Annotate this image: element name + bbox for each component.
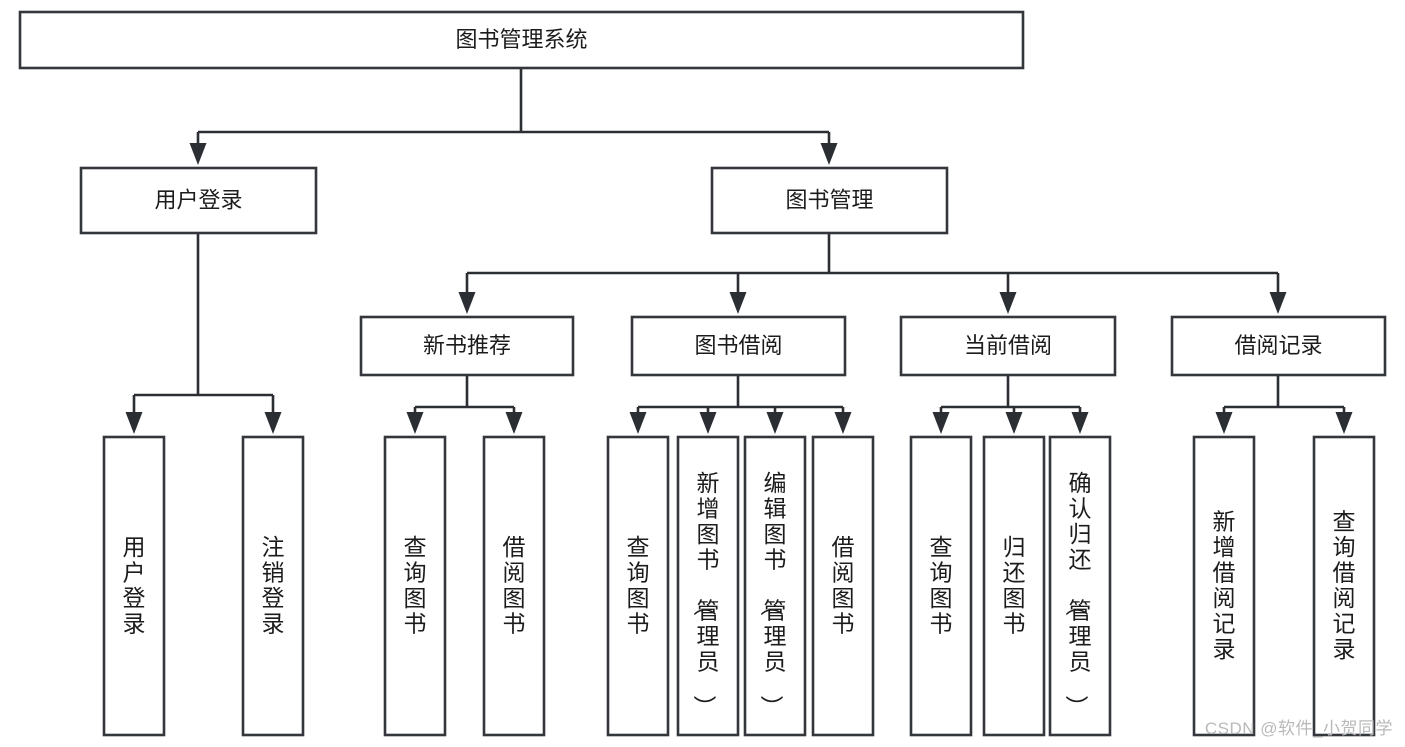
node-leaf-edit-book[interactable]: 编辑图书（管理员） xyxy=(743,435,807,737)
node-label: 确认归还（管理员） xyxy=(1064,470,1092,718)
node-current-borrow[interactable]: 当前借阅 xyxy=(899,315,1117,377)
node-label: 图书管理系统 xyxy=(455,27,587,52)
connector-root-to-level1 xyxy=(189,68,838,165)
node-label: 借阅图书 xyxy=(832,534,855,637)
node-label: 借阅记录 xyxy=(1234,333,1322,358)
connector-borrow-record-to-leaves xyxy=(1215,375,1353,434)
node-leaf-return-book[interactable]: 归还图书 xyxy=(982,435,1046,737)
node-book-manage[interactable]: 图书管理 xyxy=(710,166,949,235)
node-leaf-query-book-c[interactable]: 查询图书 xyxy=(909,435,973,737)
node-book-borrow[interactable]: 图书借阅 xyxy=(630,315,847,377)
node-leaf-confirm-return[interactable]: 确认归还（管理员） xyxy=(1048,435,1112,737)
node-label: 新增借阅记录 xyxy=(1213,508,1236,662)
node-leaf-query-record[interactable]: 查询借阅记录 xyxy=(1312,435,1376,737)
node-label: 用户登录 xyxy=(123,534,146,637)
node-leaf-add-record[interactable]: 新增借阅记录 xyxy=(1192,435,1256,737)
node-label: 归还图书 xyxy=(1003,534,1026,637)
node-label: 注销登录 xyxy=(262,534,285,637)
node-label: 查询图书 xyxy=(627,534,650,637)
connector-user-login-to-leaves xyxy=(125,233,282,434)
connector-layer xyxy=(125,68,1353,434)
node-label: 图书借阅 xyxy=(694,333,782,358)
node-leaf-logout[interactable]: 注销登录 xyxy=(241,435,305,737)
node-leaf-query-book-b[interactable]: 查询图书 xyxy=(606,435,670,737)
node-label: 查询图书 xyxy=(930,534,953,637)
node-root[interactable]: 图书管理系统 xyxy=(18,10,1025,70)
node-label: 用户登录 xyxy=(154,187,242,212)
node-label: 图书管理 xyxy=(785,187,873,212)
node-label: 新书推荐 xyxy=(423,333,511,358)
connector-book-borrow-to-leaves xyxy=(629,375,852,434)
node-layer: 图书管理系统用户登录图书管理新书推荐图书借阅当前借阅借阅记录用户登录注销登录查询… xyxy=(18,10,1387,737)
node-label: 查询图书 xyxy=(404,534,427,637)
node-leaf-user-login[interactable]: 用户登录 xyxy=(102,435,166,737)
node-label: 借阅图书 xyxy=(503,534,526,637)
connector-new-book-rec-to-leaves xyxy=(406,375,523,434)
node-borrow-record[interactable]: 借阅记录 xyxy=(1170,315,1387,377)
connector-book-manage-to-level2 xyxy=(458,233,1287,314)
node-new-book-recommend[interactable]: 新书推荐 xyxy=(359,315,575,377)
node-leaf-add-book[interactable]: 新增图书（管理员） xyxy=(676,435,740,737)
connector-current-borrow-to-leaves xyxy=(932,375,1089,434)
node-label: 新增图书（管理员） xyxy=(692,470,720,718)
node-leaf-borrow-book-a[interactable]: 借阅图书 xyxy=(482,435,546,737)
node-label: 编辑图书（管理员） xyxy=(759,470,787,718)
node-user-login[interactable]: 用户登录 xyxy=(79,166,318,235)
node-label: 查询借阅记录 xyxy=(1333,508,1356,662)
node-leaf-query-book-a[interactable]: 查询图书 xyxy=(383,435,447,737)
watermark-label: CSDN @软件_小贺同学 xyxy=(1204,719,1393,738)
node-label: 当前借阅 xyxy=(964,333,1052,358)
node-leaf-borrow-book-b[interactable]: 借阅图书 xyxy=(811,435,875,737)
